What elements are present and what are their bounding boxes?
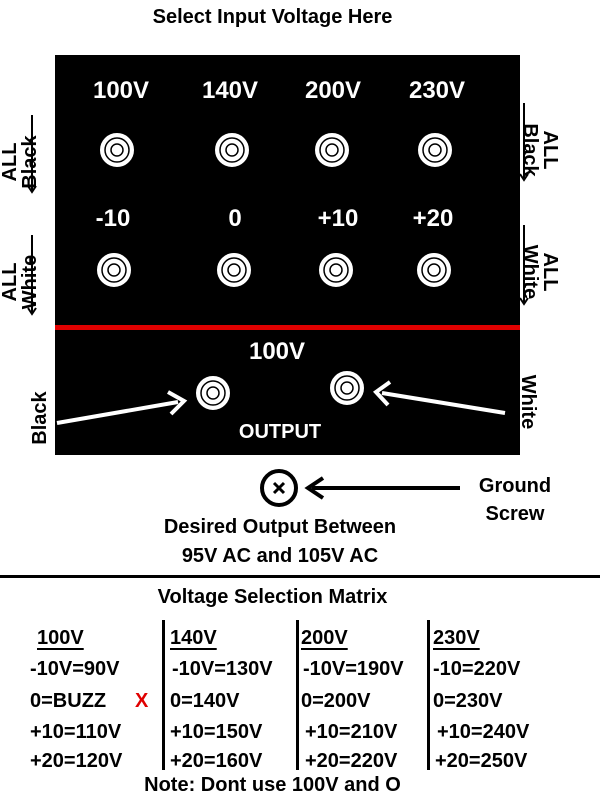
ground-screw-label: Ground Screw (450, 472, 580, 528)
matrix-column-divider (427, 620, 430, 770)
matrix-cell: +20=250V (435, 750, 528, 772)
terminal-output-black (194, 374, 232, 412)
matrix-cell: 0=230V (433, 690, 503, 712)
black-wire-arrow (56, 390, 188, 425)
matrix-cell: -10V=190V (303, 658, 404, 680)
ground-label-line1: Ground (478, 475, 552, 497)
matrix-header-230v: 230V (433, 627, 480, 649)
voltage-label-140v: 140V (201, 77, 259, 104)
matrix-cell: 0=200V (301, 690, 371, 712)
terminal-230v (416, 131, 454, 169)
terminal-140v (213, 131, 251, 169)
black-label: Black (19, 135, 41, 189)
terminal-output-white (328, 369, 366, 407)
voltage-label-230v: 230V (408, 77, 466, 104)
desired-output-line2: 95V AC and 105V AC (181, 545, 379, 567)
matrix-cell: +10=240V (437, 721, 530, 743)
offset-label-minus10: -10 (95, 205, 131, 232)
matrix-cell: +10=210V (305, 721, 398, 743)
voltage-label-200v: 200V (304, 77, 362, 104)
right-bottom-side-label: ALL White (519, 222, 561, 322)
section-divider (0, 575, 600, 578)
offset-label-zero: 0 (228, 205, 242, 232)
page-title: Select Input Voltage Here (152, 6, 393, 28)
white-label: White (19, 254, 41, 310)
all-label: ALL (539, 130, 561, 170)
matrix-header-140v: 140V (170, 627, 217, 649)
terminal-100v (98, 131, 136, 169)
matrix-note: Note: Dont use 100V and O (144, 774, 401, 796)
output-label: OUTPUT (238, 421, 322, 443)
matrix-column-divider (162, 620, 165, 770)
terminal-plus20 (415, 251, 453, 289)
ground-label-line2: Screw (485, 503, 545, 525)
matrix-cell: -10V=90V (30, 658, 120, 680)
matrix-header-200v: 200V (301, 627, 348, 649)
all-label: ALL (0, 142, 21, 182)
matrix-cell: 0=140V (170, 690, 240, 712)
white-wire-label: White (517, 374, 539, 430)
all-label: ALL (539, 252, 561, 292)
buzz-x-mark: X (135, 690, 149, 712)
left-top-side-label: ALL Black (0, 112, 41, 212)
offset-label-plus20: +20 (412, 205, 454, 232)
matrix-cell: +20=120V (30, 750, 123, 772)
matrix-column-divider (296, 620, 299, 770)
offset-label-plus10: +10 (317, 205, 359, 232)
matrix-cell: +20=160V (170, 750, 263, 772)
black-label: Black (519, 123, 541, 177)
terminal-plus10 (317, 251, 355, 289)
terminal-zero (215, 251, 253, 289)
ground-arrow (304, 476, 460, 500)
ground-screw-icon (260, 469, 298, 507)
black-wire-label: Black (29, 391, 51, 445)
output-voltage-label: 100V (248, 338, 306, 365)
left-bottom-side-label: ALL White (0, 232, 41, 332)
white-wire-arrow (372, 380, 506, 415)
divider-line (55, 325, 520, 330)
matrix-cell: +10=150V (170, 721, 263, 743)
matrix-cell: 0=BUZZ (30, 690, 107, 712)
desired-output-line1: Desired Output Between (163, 516, 397, 538)
terminal-200v (313, 131, 351, 169)
all-label: ALL (0, 262, 21, 302)
terminal-minus10 (95, 251, 133, 289)
side-arrows (27, 103, 529, 316)
matrix-cell: +10=110V (30, 721, 122, 743)
matrix-cell: -10=220V (433, 658, 521, 680)
matrix-title: Voltage Selection Matrix (157, 586, 388, 608)
voltage-label-100v: 100V (92, 77, 150, 104)
white-label: White (519, 244, 541, 300)
matrix-cell: +20=220V (305, 750, 398, 772)
matrix-header-100v: 100V (37, 627, 84, 649)
right-top-side-label: ALL Black (519, 100, 561, 200)
matrix-cell: -10V=130V (172, 658, 273, 680)
